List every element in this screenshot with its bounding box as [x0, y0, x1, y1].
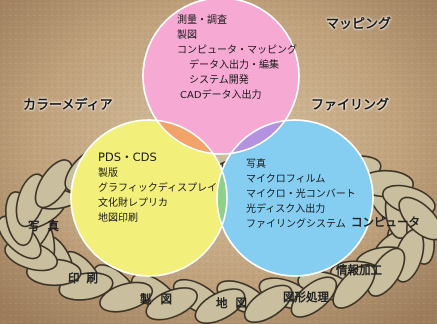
title-filing: ファイリング	[311, 98, 390, 113]
color-media-item: 製版	[98, 168, 118, 179]
color-media-item: PDS・CDS	[98, 150, 157, 164]
title-mapping: マッピング	[326, 17, 392, 32]
mapping-item: データ入出力・編集	[189, 60, 279, 71]
filing-item: マイクロ・光コンバート	[246, 189, 356, 200]
braid-label-map: 地図	[216, 296, 255, 310]
braid-label-info-processing: 情報加工	[336, 263, 382, 277]
color-media-item: 地図印刷	[98, 213, 138, 224]
braid-bead-inner	[367, 247, 406, 297]
color-media-item: 文化財レプリカ	[98, 198, 168, 209]
mapping-item: システム開発	[189, 75, 249, 86]
filing-item: マイクロフィルム	[246, 174, 326, 185]
braid-bead-inner	[34, 159, 73, 209]
braid-label-graphics: 図形処理	[283, 290, 329, 304]
braid-label-photo: 写真	[28, 219, 67, 233]
braid-bead-inner	[243, 284, 293, 324]
mapping-item: 製図	[177, 30, 197, 41]
braid-label-drafting: 製図	[140, 292, 181, 306]
braid-bead-inner	[145, 287, 198, 321]
mapping-item: コンピュータ・マッピング	[177, 45, 297, 56]
filing-item: ファイリングシステム	[246, 219, 346, 230]
braid-label-computer: コンピュータ	[351, 215, 420, 229]
braid-bead-inner	[290, 276, 338, 318]
braid-bead-inner	[194, 288, 246, 324]
mapping-item: 測量・調査	[177, 15, 227, 26]
mapping-item: CADデータ入出力	[180, 90, 262, 101]
color-media-item: グラフィックディスプレイ	[98, 183, 218, 194]
braid-bead-inner	[99, 281, 154, 313]
title-color-media: カラーメディア	[23, 98, 113, 113]
braid-bead-inner	[398, 196, 437, 241]
braid-bead-inner	[332, 263, 376, 309]
braid-label-printing: 印刷	[68, 271, 105, 285]
filing-item: 写真	[246, 159, 266, 170]
filing-item: 光ディスク入出力	[246, 204, 326, 215]
